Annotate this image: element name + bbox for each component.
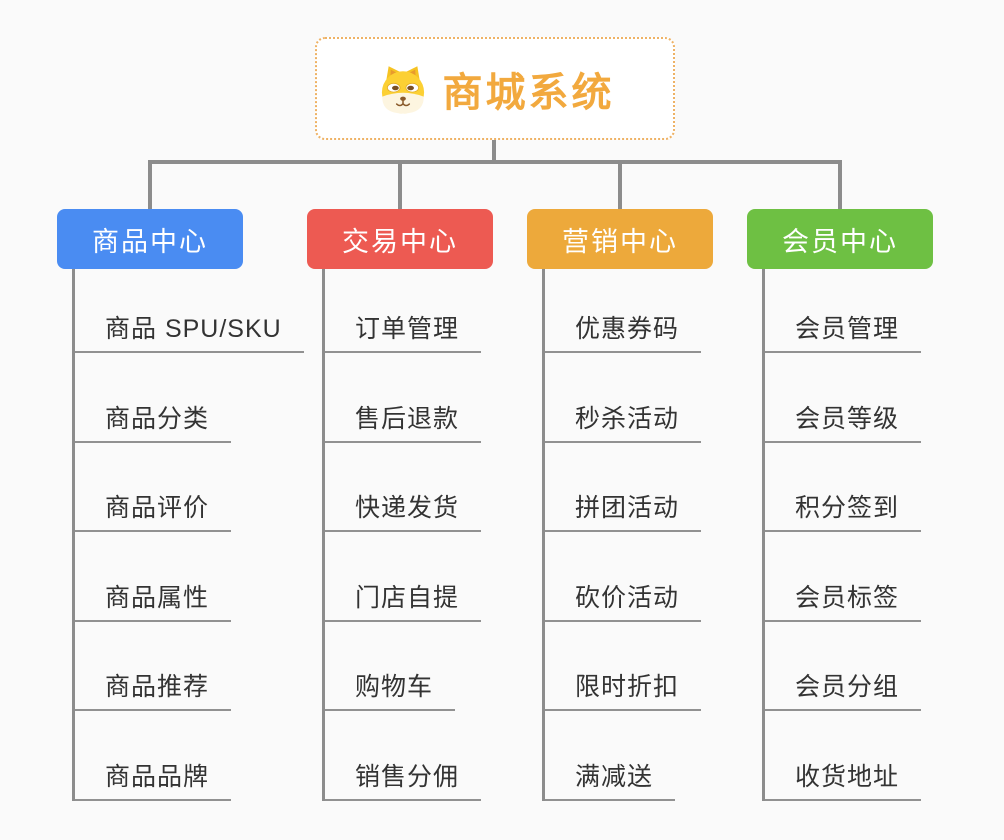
leaf-node: 门店自提 [325,532,557,622]
leaf-node-label[interactable]: 商品推荐 [75,667,232,711]
leaf-node-label[interactable]: 优惠券码 [545,309,702,353]
branch-column-product: 商品中心 商品 SPU/SKU 商品分类 商品评价 商品属性 商品推荐 商品品牌 [57,209,307,801]
leaf-node-label[interactable]: 收货地址 [765,757,922,801]
leaf-list-member: 会员管理 会员等级 积分签到 会员标签 会员分组 收货地址 [762,269,997,801]
leaf-node: 商品分类 [75,353,307,443]
leaf-node: 秒杀活动 [545,353,777,443]
leaf-node: 订单管理 [325,269,557,353]
leaf-node-label[interactable]: 会员分组 [765,667,922,711]
branch-column-trade: 交易中心 订单管理 售后退款 快递发货 门店自提 购物车 销售分佣 [307,209,557,801]
leaf-node-label[interactable]: 售后退款 [325,399,482,443]
leaf-node: 收货地址 [765,711,997,801]
branch-node-trade-center[interactable]: 交易中心 [307,209,493,269]
leaf-node: 限时折扣 [545,622,777,711]
leaf-node-label[interactable]: 秒杀活动 [545,399,702,443]
branch-column-member: 会员中心 会员管理 会员等级 积分签到 会员标签 会员分组 收货地址 [747,209,997,801]
leaf-node-label[interactable]: 门店自提 [325,578,482,622]
connector-bus [148,160,842,164]
leaf-list-trade: 订单管理 售后退款 快递发货 门店自提 购物车 销售分佣 [322,269,557,801]
leaf-node: 快递发货 [325,443,557,532]
leaf-node: 商品推荐 [75,622,307,711]
leaf-node-label[interactable]: 拼团活动 [545,488,702,532]
leaf-list-product: 商品 SPU/SKU 商品分类 商品评价 商品属性 商品推荐 商品品牌 [72,269,307,801]
connector-drop-marketing [618,160,622,209]
leaf-node: 销售分佣 [325,711,557,801]
branch-column-marketing: 营销中心 优惠券码 秒杀活动 拼团活动 砍价活动 限时折扣 满减送 [527,209,777,801]
leaf-node-label[interactable]: 商品 SPU/SKU [75,309,304,353]
leaf-node: 商品评价 [75,443,307,532]
connector-root-stem [492,140,496,164]
leaf-node-label[interactable]: 砍价活动 [545,578,702,622]
leaf-node: 商品 SPU/SKU [75,269,307,353]
leaf-node-label[interactable]: 订单管理 [325,309,482,353]
root-title: 商城系统 [442,70,615,115]
connector-drop-trade [398,160,402,209]
root-node-mall-system[interactable]: 商城系统 [315,37,675,140]
leaf-node-label[interactable]: 商品品牌 [75,757,232,801]
leaf-node-label[interactable]: 会员等级 [765,399,922,443]
leaf-node: 满减送 [545,711,777,801]
leaf-node-label[interactable]: 商品分类 [75,399,232,443]
leaf-node: 砍价活动 [545,532,777,622]
branch-node-marketing-center[interactable]: 营销中心 [527,209,713,269]
leaf-node: 商品品牌 [75,711,307,801]
branch-node-member-center[interactable]: 会员中心 [747,209,933,269]
leaf-node: 购物车 [325,622,557,711]
leaf-node: 会员标签 [765,532,997,622]
leaf-node-label[interactable]: 限时折扣 [545,667,702,711]
connector-drop-product [148,160,152,209]
leaf-node-label[interactable]: 会员管理 [765,309,922,353]
leaf-list-marketing: 优惠券码 秒杀活动 拼团活动 砍价活动 限时折扣 满减送 [542,269,777,801]
shiba-dog-icon [381,65,424,113]
leaf-node-label[interactable]: 会员标签 [765,578,922,622]
leaf-node: 积分签到 [765,443,997,532]
leaf-node: 会员分组 [765,622,997,711]
leaf-node: 优惠券码 [545,269,777,353]
leaf-node: 拼团活动 [545,443,777,532]
leaf-node-label[interactable]: 满减送 [545,757,676,801]
leaf-node-label[interactable]: 商品属性 [75,578,232,622]
leaf-node-label[interactable]: 积分签到 [765,488,922,532]
leaf-node-label[interactable]: 销售分佣 [325,757,482,801]
leaf-node: 商品属性 [75,532,307,622]
leaf-node-label[interactable]: 商品评价 [75,488,232,532]
leaf-node: 会员等级 [765,353,997,443]
leaf-node: 会员管理 [765,269,997,353]
leaf-node-label[interactable]: 快递发货 [325,488,482,532]
branch-node-product-center[interactable]: 商品中心 [57,209,243,269]
leaf-node-label[interactable]: 购物车 [325,667,456,711]
leaf-node: 售后退款 [325,353,557,443]
connector-drop-member [838,160,842,209]
